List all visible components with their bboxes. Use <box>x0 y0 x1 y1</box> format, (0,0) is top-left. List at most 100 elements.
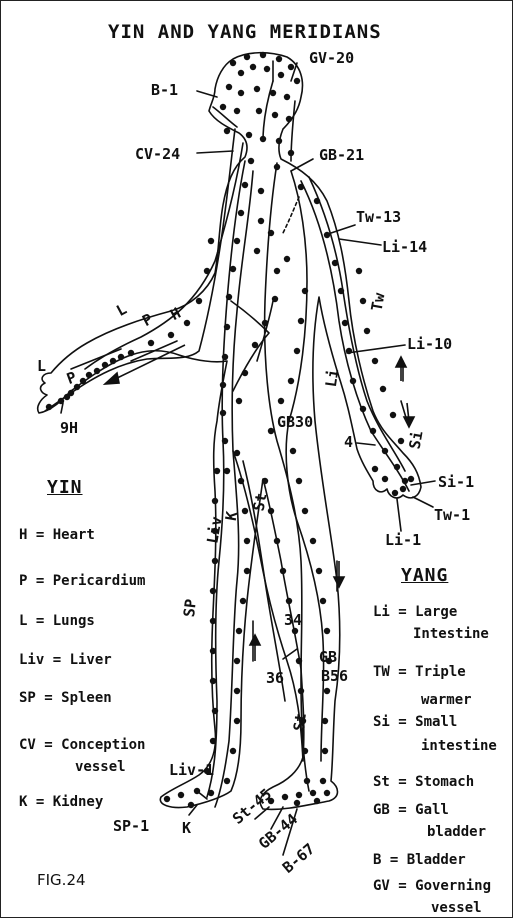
acupoint-dot <box>110 358 116 364</box>
label-point-34: 34 <box>284 611 302 629</box>
acupoint-dot <box>242 182 248 188</box>
acupoint-dot <box>220 104 226 110</box>
acupoint-dot <box>244 568 250 574</box>
yang-item-gall: GB = Gall <box>373 801 449 819</box>
acupoint-dot <box>238 478 244 484</box>
yin-item-conception-vessel: vessel <box>75 758 126 776</box>
yin-item-spleen: SP = Spleen <box>19 689 112 707</box>
acupoint-dot <box>164 796 170 802</box>
acupoint-dot <box>168 332 174 338</box>
acupoint-dot <box>222 438 228 444</box>
acupoint-dot <box>408 476 414 482</box>
yin-item-pericardium: P = Pericardium <box>19 572 145 590</box>
acupoint-dot <box>234 658 240 664</box>
acupoint-dot <box>284 256 290 262</box>
acupoint-dot <box>372 358 378 364</box>
label-gv20: GV-20 <box>309 49 354 67</box>
acupoint-dot <box>234 688 240 694</box>
acupoint-dot <box>238 90 244 96</box>
acupoint-dot <box>272 112 278 118</box>
acupoint-dot <box>286 598 292 604</box>
acupoint-dot <box>298 318 304 324</box>
acupoint-dot <box>220 382 226 388</box>
acupoint-dot <box>250 64 256 70</box>
acupoint-dot <box>262 320 268 326</box>
yin-item-heart: H = Heart <box>19 526 95 544</box>
acupoint-dot <box>234 108 240 114</box>
label-li10: Li-10 <box>407 335 452 353</box>
acupoint-dot <box>94 368 100 374</box>
yang-item-governing-vessel: vessel <box>431 899 482 917</box>
acupoint-dot <box>226 294 232 300</box>
acupoint-dot <box>322 748 328 754</box>
yang-item-intestine: Intestine <box>413 625 489 643</box>
yang-item-small: Si = Small <box>373 713 457 731</box>
acupoint-dot <box>392 490 398 496</box>
acupoint-dot <box>314 798 320 804</box>
label-9h: 9H <box>60 419 78 437</box>
acupoint-dot <box>320 778 326 784</box>
acupoint-dot <box>268 508 274 514</box>
acupoint-dot <box>310 538 316 544</box>
acupoint-dot <box>398 438 404 444</box>
acupoint-dot <box>370 428 376 434</box>
acupoint-dot <box>268 230 274 236</box>
acupoint-dot <box>214 468 220 474</box>
acupoint-dot <box>268 428 274 434</box>
acupoint-dot <box>234 238 240 244</box>
acupoint-dot <box>80 378 86 384</box>
yin-item-conception: CV = Conception <box>19 736 145 754</box>
acupoint-dot <box>278 72 284 78</box>
acupoint-dot <box>310 790 316 796</box>
acupoint-dot <box>184 320 190 326</box>
label-liv1: Liv-1 <box>169 761 214 779</box>
acupoint-dot <box>350 378 356 384</box>
acupoint-dot <box>234 718 240 724</box>
acupoint-dot <box>238 70 244 76</box>
acupoint-dot <box>118 354 124 360</box>
acupoint-dot <box>364 328 370 334</box>
yang-heading: YANG <box>401 567 448 585</box>
acupoint-dot <box>178 792 184 798</box>
yin-heading: YIN <box>47 479 83 497</box>
acupoint-dot <box>278 398 284 404</box>
acupoint-dot <box>244 54 250 60</box>
acupoint-dot <box>210 588 216 594</box>
acupoint-dot <box>230 266 236 272</box>
acupoint-dot <box>274 268 280 274</box>
acupoint-dot <box>304 778 310 784</box>
figure-label: FIG.24 <box>37 871 86 889</box>
yin-item-kidney: K = Kidney <box>19 793 103 811</box>
yang-item-large: Li = Large <box>373 603 457 621</box>
acupoint-dot <box>270 90 276 96</box>
acupoint-dot <box>402 478 408 484</box>
acupoint-dot <box>210 648 216 654</box>
acupoint-dot <box>316 568 322 574</box>
yang-item-governing: GV = Governing <box>373 877 491 895</box>
acupoint-dot <box>208 790 214 796</box>
label-li1: Li-1 <box>385 531 421 549</box>
acupoint-dot <box>302 748 308 754</box>
acupoint-dot <box>394 464 400 470</box>
acupoint-dot <box>382 448 388 454</box>
acupoint-dot <box>298 184 304 190</box>
acupoint-dot <box>128 350 134 356</box>
acupoint-dot <box>296 792 302 798</box>
acupoint-dot <box>248 158 254 164</box>
acupoint-dot <box>288 378 294 384</box>
label-point-36: 36 <box>266 669 284 687</box>
acupoint-dot <box>290 448 296 454</box>
acupoint-dot <box>258 188 264 194</box>
acupoint-dot <box>276 56 282 62</box>
label-cv24: CV-24 <box>135 145 180 163</box>
acupoint-dot <box>194 788 200 794</box>
acupoint-dot <box>210 618 216 624</box>
acupoint-dot <box>230 748 236 754</box>
acupoint-dot <box>294 78 300 84</box>
acupoint-dot <box>102 362 108 368</box>
acupoint-dot <box>294 348 300 354</box>
acupoint-dot <box>64 394 70 400</box>
acupoint-dot <box>296 658 302 664</box>
yang-item-small-intestine: intestine <box>421 737 497 755</box>
acupoint-dot <box>296 478 302 484</box>
